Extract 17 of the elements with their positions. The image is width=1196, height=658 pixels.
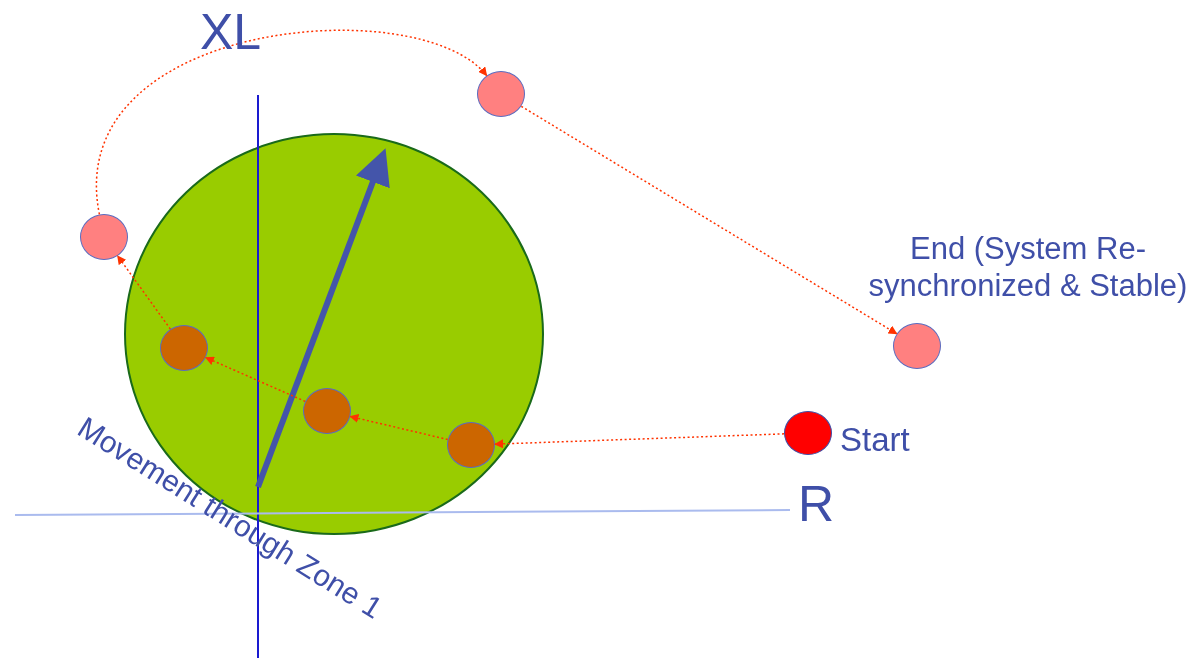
arrow <box>96 29 488 216</box>
start-point <box>784 411 832 455</box>
axis-label: R <box>798 475 835 534</box>
arrow <box>349 414 449 441</box>
arrow <box>520 105 898 335</box>
arrow <box>116 255 172 330</box>
trajectory-point <box>303 388 351 434</box>
arrow <box>494 433 785 449</box>
arrow <box>205 356 306 403</box>
end-point <box>893 323 941 369</box>
axis-label: XL <box>200 3 262 62</box>
trajectory-point <box>80 214 128 260</box>
trajectory-point <box>477 71 525 117</box>
trajectory-point <box>160 325 208 371</box>
end-caption: End (System Re-synchronized & Stable) <box>867 230 1189 305</box>
trajectory-point <box>447 422 495 468</box>
start-caption: Start <box>840 420 911 460</box>
